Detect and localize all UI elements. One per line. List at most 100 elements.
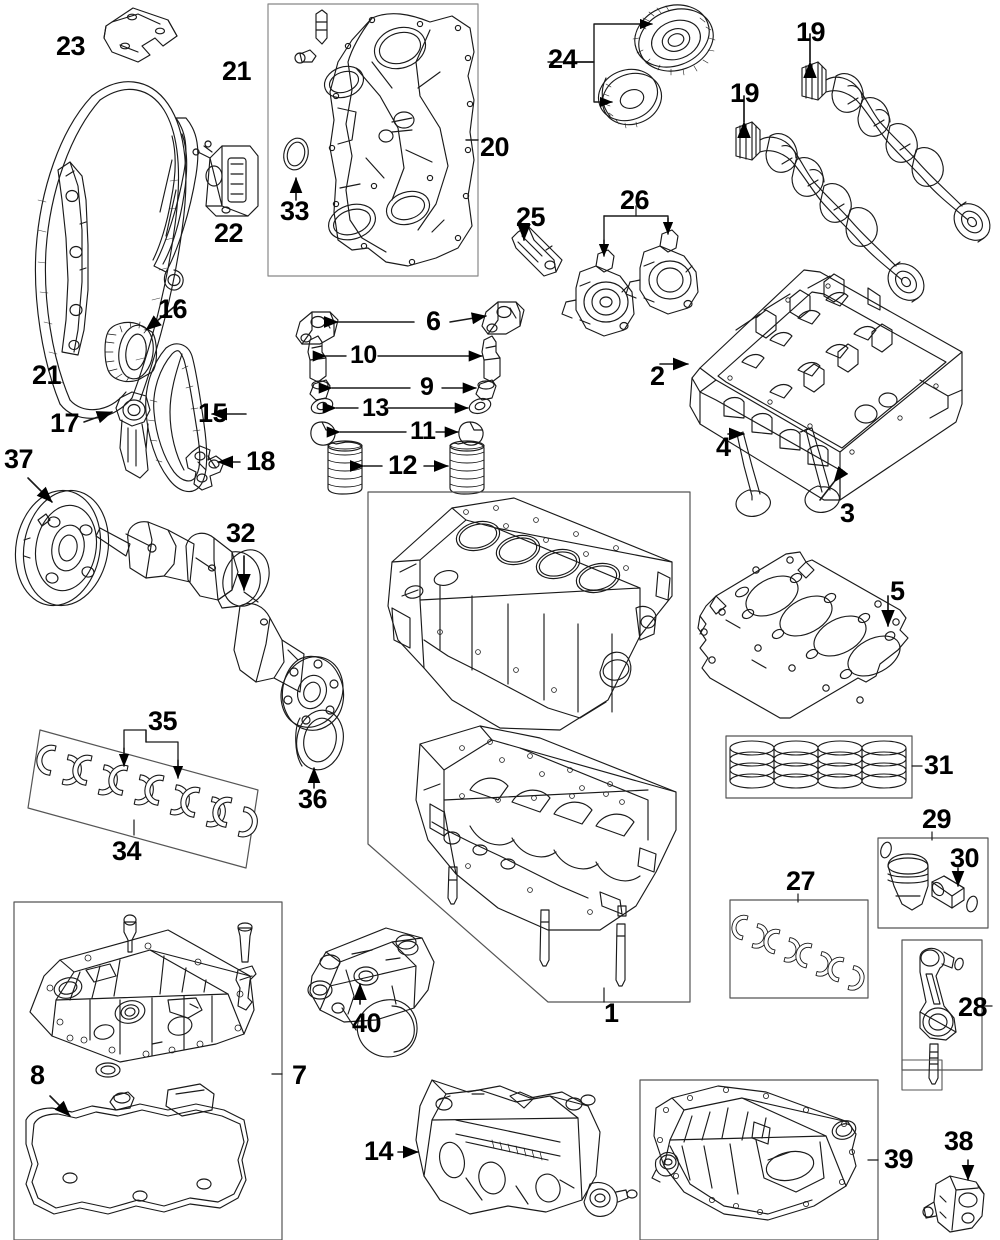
connecting-rod-bearing-set-part-27 [728, 912, 868, 994]
callout-10: 10 [350, 341, 377, 369]
callout-32: 32 [226, 518, 256, 548]
main-cap-bolts-part-1 [447, 866, 627, 987]
camshaft-intake-part-19 [735, 121, 925, 303]
engine-mount-bracket-part-38 [922, 1175, 985, 1233]
callout-27: 27 [786, 866, 816, 896]
callout-14: 14 [364, 1136, 394, 1166]
box-valve-cover [13, 901, 283, 1240]
callout-31: 31 [924, 750, 954, 780]
callout-38: 38 [944, 1126, 974, 1156]
cylinder-head-part-2 [689, 269, 963, 501]
callout-7: 7 [292, 1060, 307, 1090]
callout-18: 18 [246, 446, 276, 476]
callout-26: 26 [620, 185, 650, 215]
callout-25: 25 [516, 202, 546, 232]
cylinder-block-upper-part-1 [387, 497, 673, 731]
oil-control-valve-part-25 [511, 225, 563, 277]
main-bearing-box-part-34 [27, 729, 259, 869]
crankshaft-part-32 [95, 521, 345, 731]
callout-30: 30 [950, 843, 980, 873]
vvt-sprocket-lower-part-24 [597, 68, 663, 129]
box-rod-bolt [901, 1059, 943, 1091]
lash-adjuster-right-part-10 [481, 335, 501, 383]
cylinder-head-gasket-part-5 [697, 551, 909, 719]
callout-39: 39 [884, 1144, 914, 1174]
callout-21-upper: 21 [222, 56, 252, 86]
valve-retainer-left-part-9 [309, 379, 331, 401]
piston-ring-set-part-31 [729, 740, 907, 789]
callout-9: 9 [420, 373, 434, 401]
valve-cover-gasket-part-8 [25, 1103, 249, 1215]
oil-pan-part-39 [651, 1085, 857, 1221]
balance-shaft-assembly-part-14 [415, 1079, 638, 1217]
callout-29: 29 [922, 804, 952, 834]
crankshaft-front-seal-part-33 [283, 137, 309, 171]
callout-6: 6 [426, 306, 441, 336]
callout-2: 2 [650, 361, 665, 391]
connecting-rod-part-28 [919, 947, 964, 1085]
oil-pump-tensioner-part-17 [115, 391, 151, 479]
callout-35: 35 [148, 706, 178, 736]
callout-20: 20 [480, 132, 510, 162]
callout-16: 16 [158, 294, 188, 324]
callout-11: 11 [410, 417, 436, 445]
callout-22: 22 [214, 218, 244, 248]
box-rod-bearings [729, 899, 869, 999]
callout-19-intake: 19 [730, 78, 760, 108]
vvt-sprocket-upper-part-24 [632, 4, 716, 76]
callout-34: 34 [112, 836, 142, 866]
callout-23: 23 [56, 31, 86, 61]
valve-keeper-left-part-11 [310, 421, 336, 446]
box-engine-block [367, 491, 691, 1003]
main-bearing-shells-part-34 [33, 742, 261, 841]
chain-tensioner-arm-part-21 [152, 117, 199, 291]
valve-retainer-right-part-9 [475, 379, 497, 401]
chain-tensioner-part-22 [192, 140, 259, 217]
callout-21-lower: 21 [32, 360, 62, 390]
cylinder-block-lower-part-1 [415, 725, 677, 931]
callout-40: 40 [352, 1008, 382, 1038]
callout-4: 4 [716, 432, 731, 462]
callout-13: 13 [362, 394, 389, 422]
oil-pump-chain-part-15 [145, 343, 208, 493]
callout-28: 28 [958, 992, 988, 1022]
callout-15: 15 [198, 398, 228, 428]
piston-part-29 [880, 841, 978, 913]
valve-spring-left-part-12 [327, 440, 363, 495]
callout-24: 24 [548, 44, 578, 74]
chain-guide-lower-part-21 [57, 161, 89, 356]
rocker-arm-right-part-6 [481, 301, 525, 335]
valve-stem-seal-right-part-13 [468, 397, 492, 415]
box-piston-rings [725, 735, 913, 799]
valve-cover-part-7 [29, 914, 257, 1117]
callout-1: 1 [604, 998, 619, 1028]
valve-spring-right-part-12 [449, 440, 485, 495]
box-piston-assembly [877, 837, 989, 929]
cam-actuator-left-part-26 [561, 249, 635, 337]
valve-stem-seal-left-part-13 [310, 397, 334, 415]
valve-keeper-right-part-11 [458, 421, 484, 446]
rocker-arm-left-part-6 [295, 311, 339, 345]
box-timing-cover [267, 3, 479, 277]
callout-33: 33 [280, 196, 310, 226]
crankshaft-rear-seal-part-36 [295, 709, 344, 771]
timing-chain-cover-part-20 [294, 9, 475, 267]
callout-8: 8 [30, 1060, 45, 1090]
cam-actuator-right-part-26 [625, 229, 699, 315]
exhaust-valve-part-3 [799, 427, 840, 513]
callout-37: 37 [4, 444, 34, 474]
callout-12: 12 [388, 450, 418, 480]
intake-valve-part-4 [731, 431, 771, 517]
piston-pin-part-30 [931, 875, 965, 909]
callout-5: 5 [890, 576, 905, 606]
oil-pump-part-40 [307, 927, 435, 1058]
callout-3: 3 [840, 498, 855, 528]
chain-guide-bracket-part-21 [103, 7, 178, 63]
camshaft-exhaust-part-19 [801, 61, 991, 243]
lash-adjuster-left-part-10 [307, 335, 327, 383]
callout-36: 36 [298, 784, 328, 814]
crankshaft-pulley-part-37 [14, 489, 110, 607]
bolt-kit-part-18 [185, 445, 225, 491]
